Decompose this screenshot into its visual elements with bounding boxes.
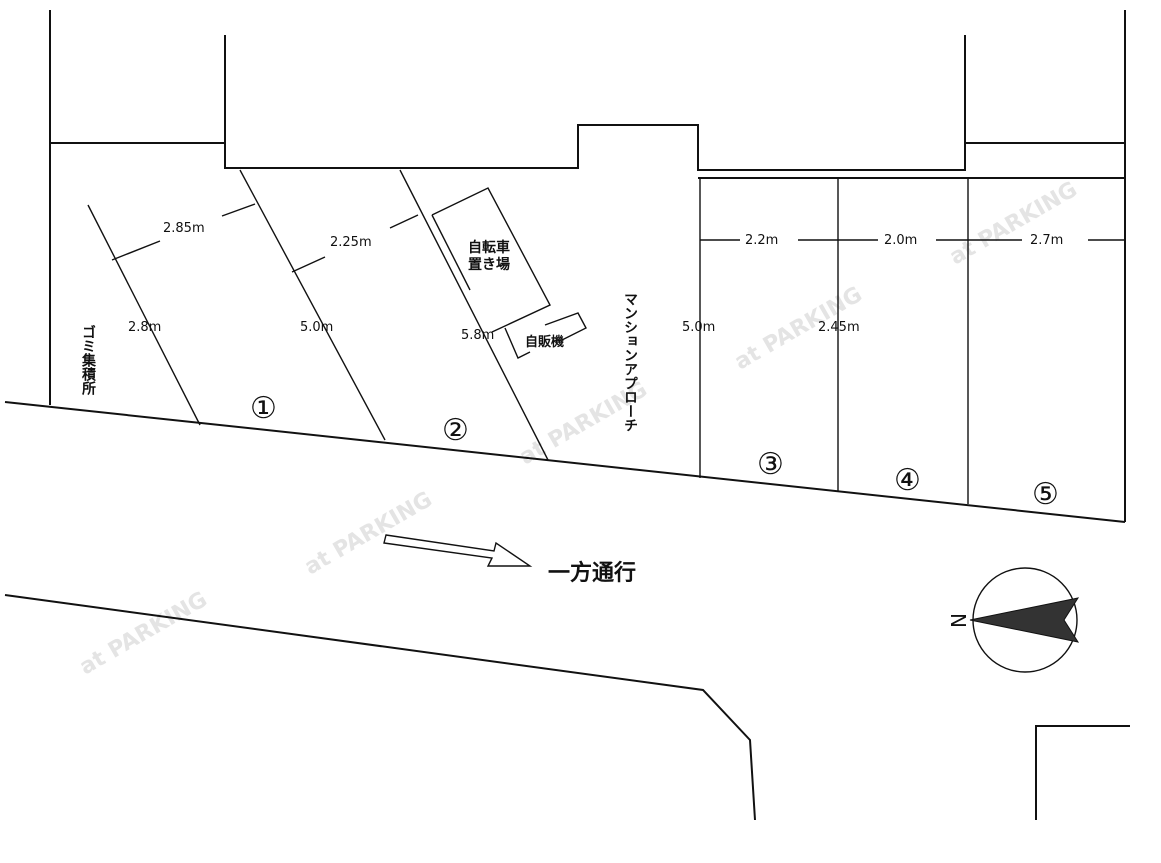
one-way-arrow-icon	[383, 534, 533, 567]
one-way-label: 一方通行	[548, 560, 636, 586]
svg-text:at PARKING: at PARKING	[76, 587, 212, 680]
dim-length-2: 5.0m	[300, 320, 333, 335]
dim-length-4: 5.0m	[682, 320, 715, 335]
space-4[interactable]: ④	[894, 463, 921, 498]
watermarks: at PARKING at PARKING at PARKING at PARK…	[76, 177, 1082, 680]
dim-width-3: 2.2m	[745, 233, 778, 248]
dim-width-4: 2.0m	[884, 233, 917, 248]
bicycle-parking-label-2: 置き場	[468, 256, 510, 273]
svg-text:at PARKING: at PARKING	[946, 177, 1082, 270]
garbage-label: ゴミ集積所	[80, 324, 97, 396]
space-numbers: ① ② ③ ④ ⑤	[250, 391, 1059, 512]
dim-width-1: 2.85m	[163, 221, 205, 236]
vending-machine-label: 自販機	[525, 334, 564, 350]
bicycle-parking-label: 自転車	[468, 239, 510, 256]
space-2[interactable]: ②	[442, 413, 469, 448]
dim-width-5: 2.7m	[1030, 233, 1063, 248]
svg-text:at PARKING: at PARKING	[301, 487, 437, 580]
dim-length-3: 5.8m	[461, 328, 494, 343]
dimension-labels: 2.85m 2.25m 2.2m 2.0m 2.7m 2.8m 5.0m 5.8…	[128, 221, 1063, 343]
dim-length-5: 2.45m	[818, 320, 860, 335]
approach-label: マンションアプローチ	[622, 292, 638, 432]
space-3[interactable]: ③	[757, 447, 784, 482]
space-1[interactable]: ①	[250, 391, 277, 426]
compass-icon: N	[946, 567, 1080, 673]
north-label: N	[946, 613, 970, 628]
building-outline	[49, 10, 1126, 522]
dim-length-1: 2.8m	[128, 320, 161, 335]
road	[4, 401, 1130, 821]
space-5[interactable]: ⑤	[1032, 477, 1059, 512]
stall-dividers	[87, 169, 1125, 504]
dim-width-2: 2.25m	[330, 235, 372, 250]
